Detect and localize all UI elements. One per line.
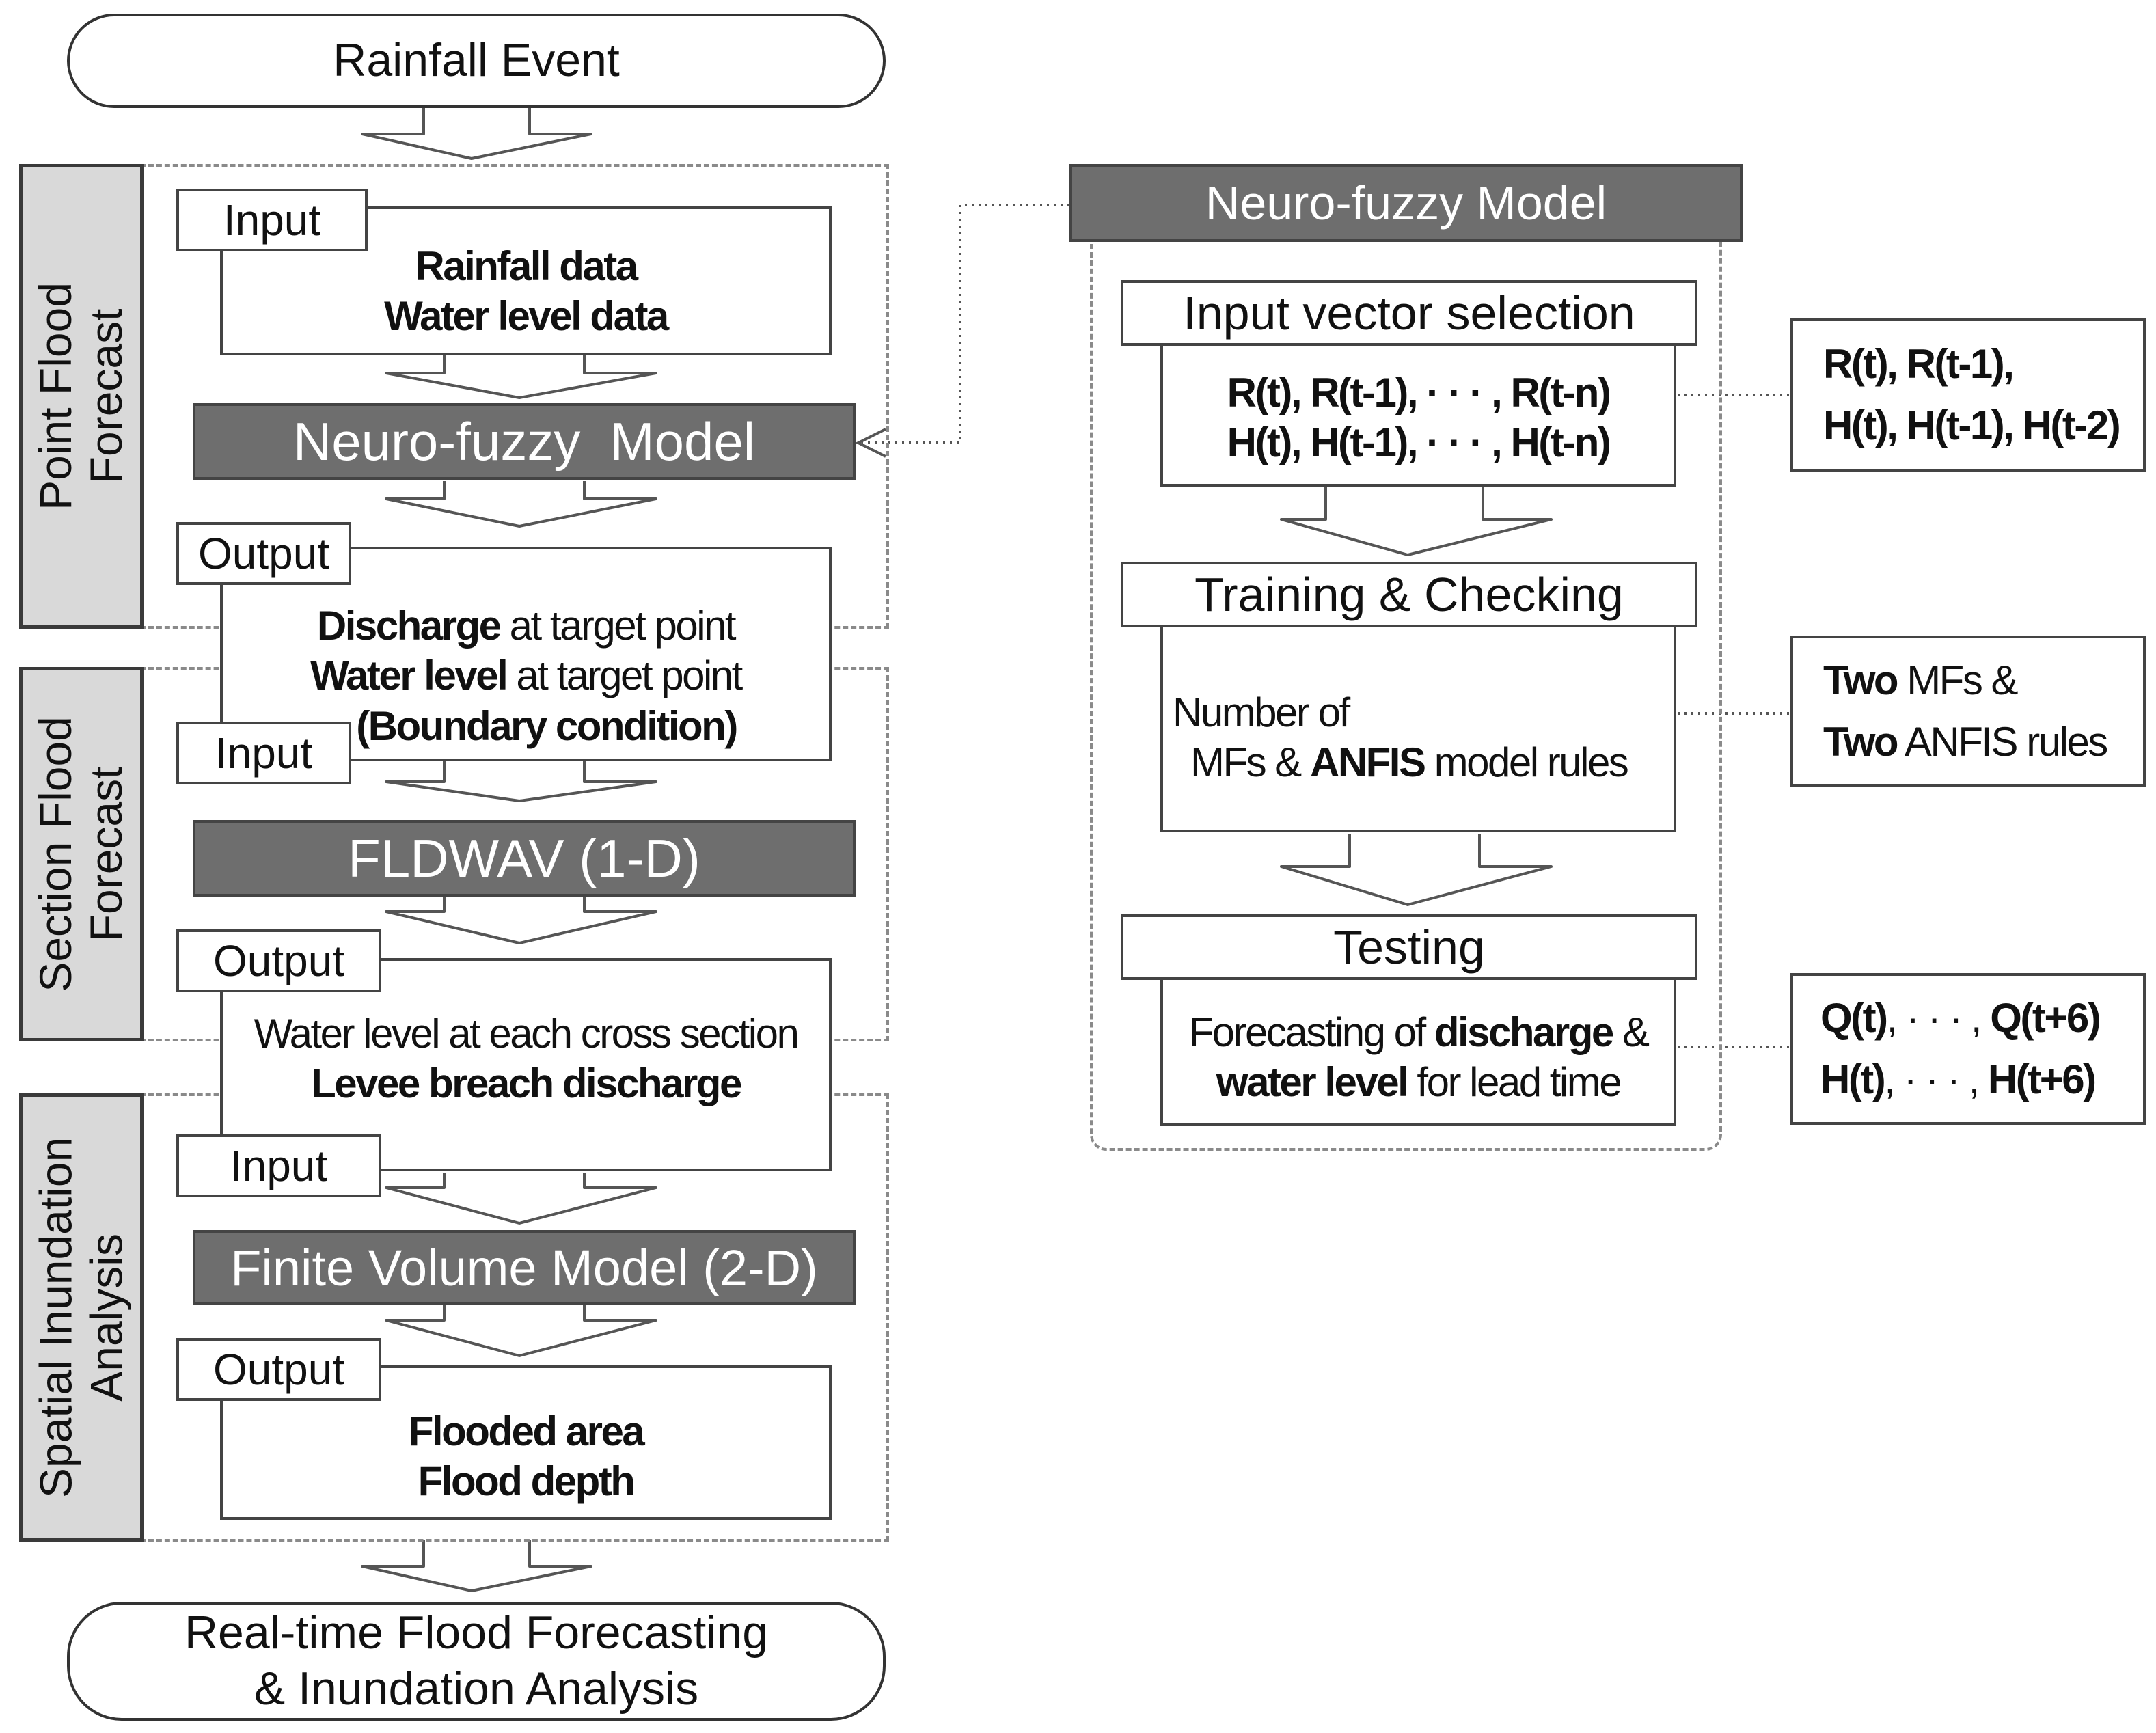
output-tag-label: Output: [213, 1345, 345, 1394]
side-label-line1: Point Flood: [30, 282, 81, 510]
nf-step3-box: Forecasting of discharge & water level f…: [1160, 962, 1676, 1126]
spatial-output-line2: Flood depth: [418, 1458, 636, 1504]
arrow-to-result: [361, 1540, 592, 1592]
input-tag-label: Input: [215, 728, 313, 778]
fvm-model-label: Finite Volume Model (2-D): [230, 1239, 818, 1296]
nf-step2-box: Number of MFs & ANFIS model rules: [1160, 615, 1676, 832]
point-output-line1: Discharge at target point: [316, 603, 737, 649]
fldwav-model-label: FLDWAV (1-D): [348, 828, 700, 888]
nf-step1-line1: R(t), R(t-1), · · · , R(t-n): [1227, 369, 1611, 415]
output-tag-label: Output: [197, 529, 330, 578]
point-model-label: Neuro-fuzzy Model: [292, 411, 756, 472]
start-node: Rainfall Event: [67, 14, 886, 108]
point-model-box: Neuro-fuzzy Model: [193, 403, 856, 480]
point-output-line2: Water level at target point: [310, 653, 743, 699]
note1-line1: R(t), R(t-1),: [1823, 341, 2015, 387]
arrow-input-to-fvm: [385, 1173, 657, 1225]
point-input-line2: Water level data: [384, 293, 669, 339]
arrow-nf-to-output: [385, 481, 657, 528]
note1-line2: H(t), H(t-1), H(t-2): [1823, 402, 2121, 448]
nf-detail-frame: [1090, 232, 1722, 1151]
section-output-line2: Levee breach discharge: [311, 1061, 742, 1107]
side-label-line1: Spatial Inundation: [30, 1136, 81, 1499]
nf-step3-line2: water level for lead time: [1216, 1059, 1622, 1105]
side-label-line2: Forecast: [81, 766, 132, 942]
side-label-line2: Forecast: [81, 308, 131, 485]
nf-step3-line1: Forecasting of discharge &: [1188, 1009, 1650, 1055]
point-output-tag: Output: [176, 522, 351, 585]
point-input-tag: Input: [176, 189, 368, 251]
nf-detail-title-label: Neuro-fuzzy Model: [1205, 176, 1607, 230]
arrow-rainfall: [361, 108, 592, 160]
nf-step1-line2: H(t), H(t-1), · · · , H(t-n): [1227, 420, 1611, 465]
note2-line2: Two ANFIS rules: [1823, 719, 2108, 765]
arrow-step2-to-step3: [1280, 834, 1553, 906]
nf-step2-line1: Number of: [1173, 689, 1350, 735]
point-output-line3: (Boundary condition): [356, 702, 738, 749]
nf-step3-title: Testing: [1121, 914, 1697, 980]
note-input-vector: R(t), R(t-1), H(t), H(t-1), H(t-2): [1790, 318, 2146, 472]
nf-detail-title: Neuro-fuzzy Model: [1069, 164, 1743, 242]
side-label-line2: Analysis: [81, 1233, 132, 1402]
spatial-input-tag: Input: [176, 1134, 381, 1197]
note-training: Two MFs & Two ANFIS rules: [1790, 636, 2146, 787]
nf-step1-title: Input vector selection: [1121, 280, 1697, 346]
end-label-line2: & Inundation Analysis: [254, 1663, 699, 1715]
section-output-line1: Water level at each cross section: [254, 1011, 800, 1056]
fldwav-model-box: FLDWAV (1-D): [193, 820, 856, 897]
start-label: Rainfall Event: [333, 34, 620, 87]
spatial-output-tag: Output: [176, 1338, 381, 1401]
section-input-tag: Input: [176, 722, 351, 784]
arrow-input-to-fldwav: [385, 761, 657, 802]
nf-link-arrowhead: [855, 428, 886, 458]
note3-line1: Q(t), · · · , Q(t+6): [1820, 995, 2101, 1041]
fvm-model-box: Finite Volume Model (2-D): [193, 1230, 856, 1305]
end-node: Real-time Flood Forecasting & Inundation…: [67, 1602, 886, 1721]
nf-step2-line2: MFs & ANFIS model rules: [1190, 739, 1629, 785]
section-output-tag: Output: [176, 929, 381, 992]
nf-step3-title-label: Testing: [1333, 920, 1485, 974]
arrow-fvm-to-output: [385, 1305, 657, 1357]
input-tag-label: Input: [230, 1141, 328, 1190]
side-label-line1: Section Flood: [30, 716, 81, 992]
nf-link-line: [862, 204, 1069, 444]
arrow-step1-to-step2: [1280, 487, 1553, 556]
nf-step2-title: Training & Checking: [1121, 562, 1697, 627]
point-input-box: Rainfall data Water level data: [220, 206, 832, 355]
note-testing: Q(t), · · · , Q(t+6) H(t), · · · , H(t+6…: [1790, 973, 2146, 1125]
end-label-line1: Real-time Flood Forecasting: [184, 1607, 769, 1659]
output-tag-label: Output: [213, 936, 345, 985]
nf-step2-title-label: Training & Checking: [1195, 568, 1624, 621]
spatial-output-line1: Flooded area: [408, 1408, 645, 1454]
arrow-fldwav-to-output: [385, 897, 657, 944]
point-input-line1: Rainfall data: [415, 243, 638, 289]
input-tag-label: Input: [223, 195, 321, 245]
nf-step1-title-label: Input vector selection: [1183, 286, 1635, 340]
note3-line2: H(t), · · · , H(t+6): [1820, 1056, 2097, 1102]
note2-line1: Two MFs &: [1823, 657, 2019, 703]
arrow-input-to-nf: [385, 355, 657, 399]
